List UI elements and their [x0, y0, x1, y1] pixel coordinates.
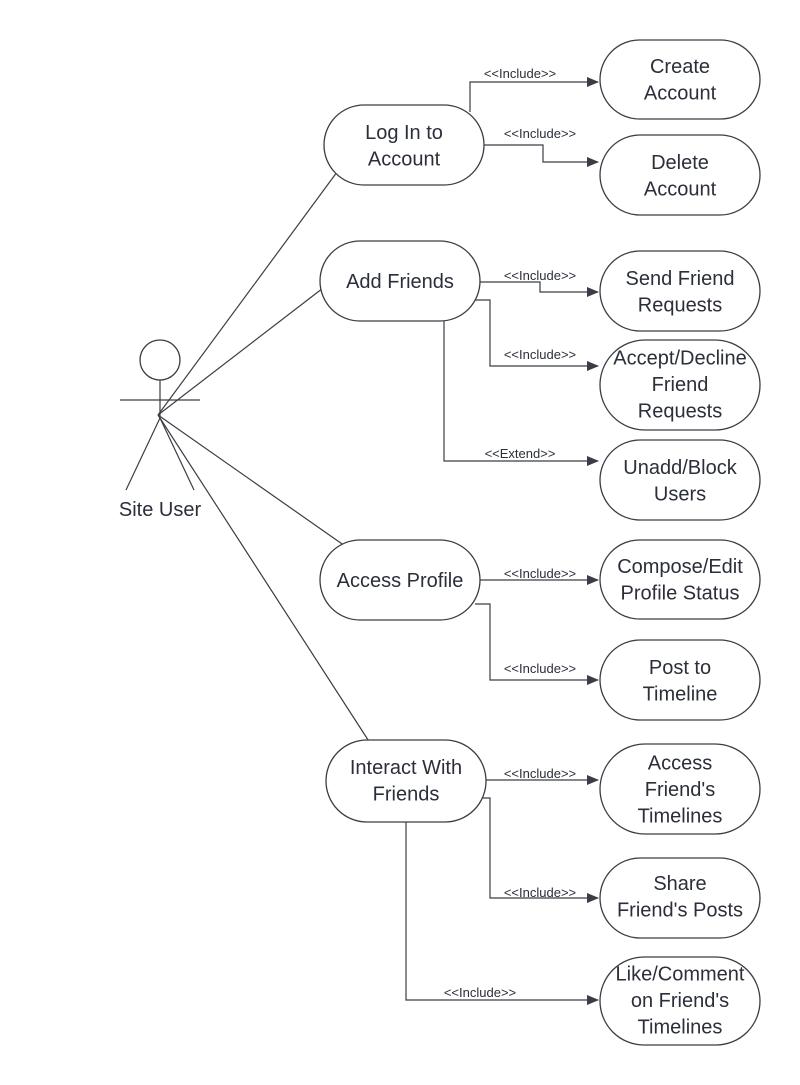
use-case-label-line: Log In to	[365, 122, 443, 144]
actor-right-leg	[159, 417, 195, 491]
label-include-like: <<Include>>	[444, 985, 516, 1000]
label-extend-unadd: <<Extend>>	[485, 446, 556, 461]
label-include-accept: <<Include>>	[504, 347, 576, 362]
actor-left-leg	[125, 417, 161, 491]
actor-head	[139, 339, 181, 381]
association-add-friends	[157, 284, 328, 416]
use-case-label-line: Post to	[649, 657, 711, 679]
use-case-label-line: Unadd/Block	[623, 457, 737, 479]
actor-label: Site User	[119, 499, 202, 521]
label-include-create: <<Include>>	[484, 66, 556, 81]
rel-interact-like	[405, 822, 599, 1005]
use-case-label-line: on Friend's	[631, 990, 729, 1012]
use-case-label-line: Delete	[651, 152, 709, 174]
relationships	[405, 77, 599, 1005]
use-case-label-line: Add Friends	[346, 271, 454, 293]
rel-add-send	[479, 281, 599, 297]
use-case-label-line: Send Friend	[626, 268, 735, 290]
rel-add-accept	[475, 299, 599, 371]
rel-login-create	[469, 77, 599, 112]
use-case-label-line: Profile Status	[621, 582, 740, 604]
use-case-label-line: Interact With	[350, 757, 462, 779]
actor-site-user[interactable]: Site User	[119, 339, 202, 521]
rel-login-delete	[484, 144, 599, 167]
use-case-label-line: Compose/Edit	[617, 556, 743, 578]
rel-profile-post	[475, 603, 599, 685]
use-case-label-line: Timeline	[643, 683, 718, 705]
use-case-label-line: Account	[644, 82, 717, 104]
use-case-post-timeline[interactable]: Post to Timeline	[599, 639, 761, 721]
use-case-label-line: Account	[368, 148, 441, 170]
use-case-access-profile[interactable]: Access Profile	[319, 539, 481, 621]
use-case-label-line: Account	[644, 178, 717, 200]
main-use-cases: Log In to Account Add Friends Access Prof…	[319, 104, 487, 823]
association-interact	[157, 414, 373, 747]
use-case-label-line: Like/Comment	[616, 964, 745, 986]
label-include-send: <<Include>>	[504, 268, 576, 283]
use-case-login[interactable]: Log In to Account	[323, 104, 485, 186]
label-include-delete: <<Include>>	[504, 126, 576, 141]
use-case-add-friends[interactable]: Add Friends	[319, 240, 481, 322]
use-case-label-line: Timelines	[638, 806, 723, 828]
use-case-label-line: Share	[653, 873, 706, 895]
label-include-post: <<Include>>	[504, 661, 576, 676]
use-case-label-line: Accept/Decline	[613, 348, 746, 370]
relationship-labels: <<Include>> <<Include>> <<Include>> <<In…	[444, 66, 576, 1000]
association-login	[157, 167, 341, 416]
label-include-access: <<Include>>	[504, 766, 576, 781]
rel-add-unadd	[443, 321, 599, 466]
associations	[157, 167, 373, 747]
rel-interact-share	[482, 797, 599, 903]
use-case-label-line: Create	[650, 56, 710, 78]
use-case-label-line: Access Profile	[337, 570, 464, 592]
use-case-label-line: Friends	[373, 783, 440, 805]
use-case-label-line: Timelines	[638, 1017, 723, 1039]
use-case-label-line: Users	[654, 483, 706, 505]
use-case-label-line: Friend	[652, 374, 709, 396]
use-case-label-line: Friend's Posts	[617, 899, 743, 921]
use-case-label-line: Requests	[638, 401, 723, 423]
association-access-profile	[157, 414, 346, 547]
label-include-share: <<Include>>	[504, 885, 576, 900]
use-case-label-line: Access	[648, 753, 712, 775]
use-case-label-line: Requests	[638, 294, 723, 316]
label-include-compose: <<Include>>	[504, 566, 576, 581]
use-case-label-line: Friend's	[645, 779, 716, 801]
